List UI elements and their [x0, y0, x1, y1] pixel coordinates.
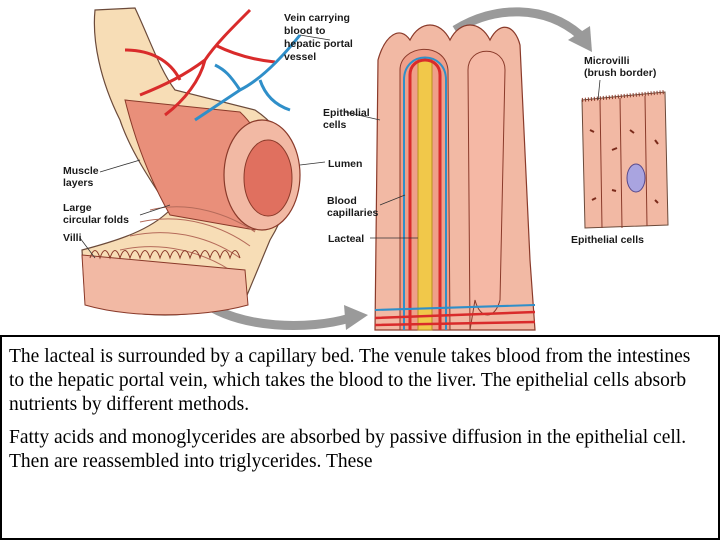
label-epithelial-cells-right: Epithelial cells: [571, 234, 644, 246]
circular-fold-lines: [119, 206, 256, 271]
curved-arrow-top: [452, 7, 583, 39]
lumen-inner: [243, 139, 293, 217]
caption-paragraph-2: Fatty acids and monoglycerides are absor…: [9, 427, 687, 472]
caption-paragraph-1: The lacteal is surrounded by a capillary…: [9, 346, 691, 415]
brush-border: [581, 90, 666, 102]
villus-vein: [403, 56, 447, 330]
label-muscle-layers: Muscle layers: [63, 165, 102, 189]
label-lumen: Lumen: [328, 158, 362, 170]
curved-arrow-bottom-head: [344, 305, 368, 330]
cell-nucleus: [626, 163, 646, 193]
curved-arrow-top-head: [568, 26, 592, 52]
lacteal-vessel: [417, 59, 433, 331]
label-microvilli: Microvilli (brush border): [584, 55, 656, 79]
villus-base-vessels: [374, 310, 536, 327]
leader-lines: [79, 34, 601, 259]
villus-base-vein: [374, 304, 536, 311]
intestine-diagram: Vein carrying blood to hepatic portal ve…: [63, 7, 669, 331]
villus-block: [374, 24, 536, 331]
villus-finger-right: [467, 50, 506, 331]
label-circular-folds: Large circular folds: [63, 202, 129, 226]
label-lacteal: Lacteal: [328, 233, 364, 245]
cell-boundaries: [599, 95, 648, 229]
villi-section: [81, 254, 249, 316]
label-blood-capillaries: Blood capillaries: [327, 195, 379, 219]
vein-branches: [194, 34, 302, 122]
villi-fingers: [89, 250, 241, 260]
label-vein: Vein carrying blood to hepatic portal ve…: [284, 12, 356, 63]
villus-artery: [408, 58, 442, 330]
caption-box: The lacteal is surrounded by a capillary…: [0, 335, 720, 540]
label-villi: Villi: [63, 232, 82, 244]
cell-organelles: [589, 129, 659, 204]
epithelium-block: [581, 91, 669, 229]
label-epithelial-cells-mid: Epithelial cells: [323, 107, 373, 131]
artery-branches: [124, 8, 276, 117]
